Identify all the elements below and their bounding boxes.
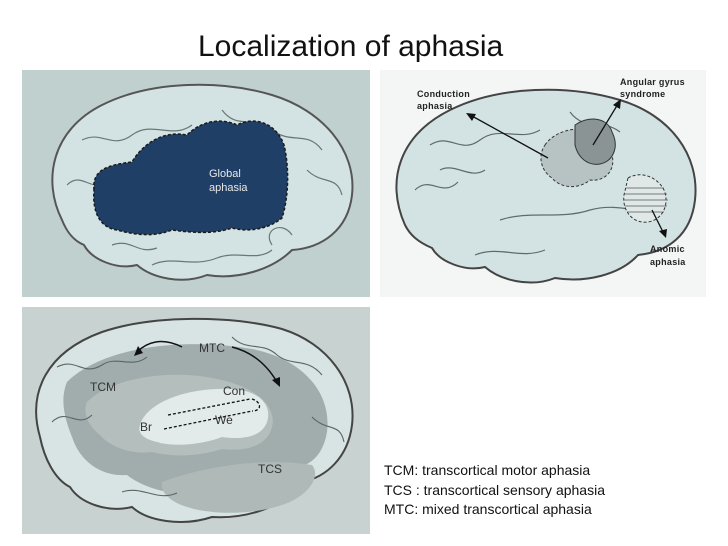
mtc-label: MTC xyxy=(199,341,225,355)
legend: TCM: transcortical motor aphasia TCS : t… xyxy=(384,461,605,520)
tcm-label: TCM xyxy=(90,380,116,394)
we-label: We xyxy=(215,413,233,427)
anomic-aphasia-label-line2: aphasia xyxy=(650,257,686,267)
brain-global-diagram xyxy=(22,70,370,297)
con-label: Con xyxy=(223,384,246,398)
regional-aphasia-panel: Conduction aphasia Angular gyrus syndrom… xyxy=(380,70,706,297)
brain-transcortical-diagram xyxy=(22,307,370,534)
br-label: Br xyxy=(140,420,152,434)
global-aphasia-label-line2: aphasia xyxy=(209,182,248,194)
transcortical-aphasia-panel: MTC TCM Con Br We TCS xyxy=(22,307,370,534)
angular-gyrus-label-line2: syndrome xyxy=(620,89,666,99)
legend-item-mtc: MTC: mixed transcortical aphasia xyxy=(384,501,592,517)
global-aphasia-label-line1: Global xyxy=(209,168,241,180)
angular-gyrus-label-line1: Angular gyrus xyxy=(620,77,685,87)
legend-item-tcs: TCS : transcortical sensory aphasia xyxy=(384,481,605,498)
legend-item-tcm: TCM: transcortical motor aphasia xyxy=(384,462,591,478)
global-aphasia-panel: Global aphasia xyxy=(22,70,370,297)
conduction-aphasia-label-line1: Conduction xyxy=(417,89,470,99)
conduction-aphasia-label-line2: aphasia xyxy=(417,101,453,111)
brain-regions-diagram xyxy=(380,70,706,297)
page-title: Localization of aphasia xyxy=(198,30,504,63)
anomic-aphasia-label-line1: Anomic xyxy=(650,244,685,254)
tcs-label: TCS xyxy=(258,462,282,476)
